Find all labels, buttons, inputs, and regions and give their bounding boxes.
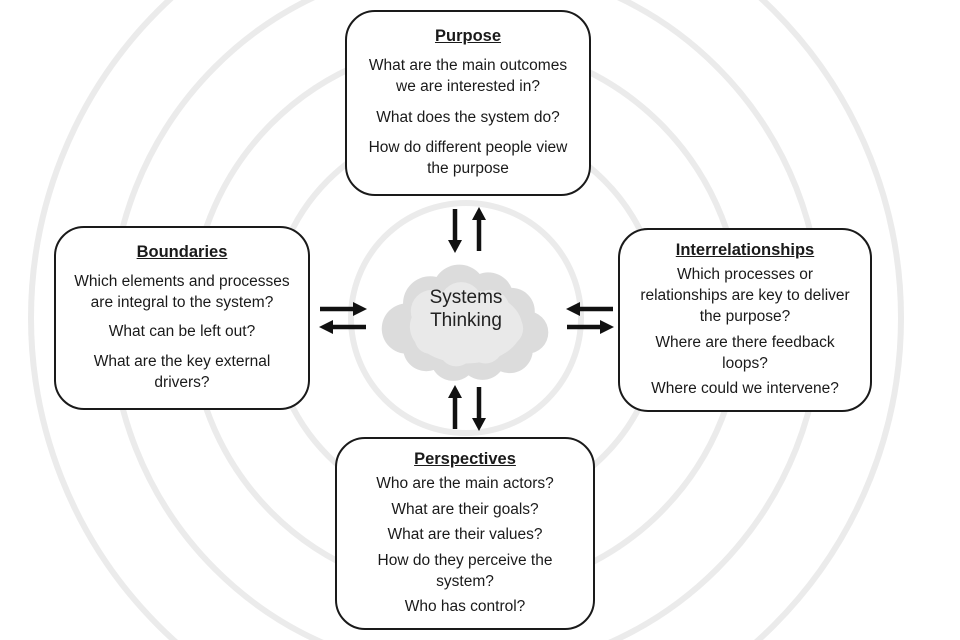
purpose-question-1: What are the main outcomes we are intere… bbox=[368, 57, 568, 96]
perspectives-question-2: What are their goals? bbox=[391, 500, 539, 518]
node-interrelationships: Interrelationships Which processes or re… bbox=[618, 228, 872, 412]
interrelationships-question-3: Where could we intervene? bbox=[651, 380, 839, 398]
node-boundaries-title: Boundaries bbox=[136, 242, 228, 261]
cloud-label: Systems Thinking bbox=[429, 287, 503, 331]
node-purpose-title: Purpose bbox=[434, 27, 502, 46]
exchange-arrows-right-icon bbox=[566, 302, 614, 334]
boundaries-question-3: What are the key external drivers? bbox=[93, 353, 271, 392]
exchange-arrows-top-icon bbox=[448, 207, 486, 253]
perspectives-question-4: How do they perceive the system? bbox=[377, 551, 553, 590]
purpose-question-2: What does the system do? bbox=[376, 108, 560, 126]
node-perspectives: Perspectives Who are the main actors? Wh… bbox=[335, 437, 595, 630]
exchange-arrows-left-icon bbox=[319, 302, 367, 334]
interrelationships-question-2: Where are there feedback loops? bbox=[655, 333, 835, 372]
node-purpose: Purpose What are the main outcomes we ar… bbox=[345, 10, 591, 196]
node-boundaries: Boundaries Which elements and processes … bbox=[54, 226, 310, 410]
boundaries-question-1: Which elements and processes are integra… bbox=[74, 272, 290, 311]
purpose-question-3: How do different people view the purpose bbox=[368, 138, 568, 177]
systems-thinking-cloud: Systems Thinking bbox=[374, 250, 558, 382]
boundaries-question-2: What can be left out? bbox=[108, 323, 256, 341]
node-perspectives-title: Perspectives bbox=[414, 449, 516, 468]
exchange-arrows-bottom-icon bbox=[448, 385, 486, 431]
interrelationships-question-1: Which processes or relationships are key… bbox=[640, 266, 850, 326]
perspectives-question-1: Who are the main actors? bbox=[376, 475, 554, 493]
node-interrelationships-title: Interrelationships bbox=[675, 240, 815, 259]
perspectives-question-5: Who has control? bbox=[404, 598, 526, 616]
cloud-icon bbox=[381, 264, 549, 381]
perspectives-question-3: What are their values? bbox=[387, 526, 543, 544]
